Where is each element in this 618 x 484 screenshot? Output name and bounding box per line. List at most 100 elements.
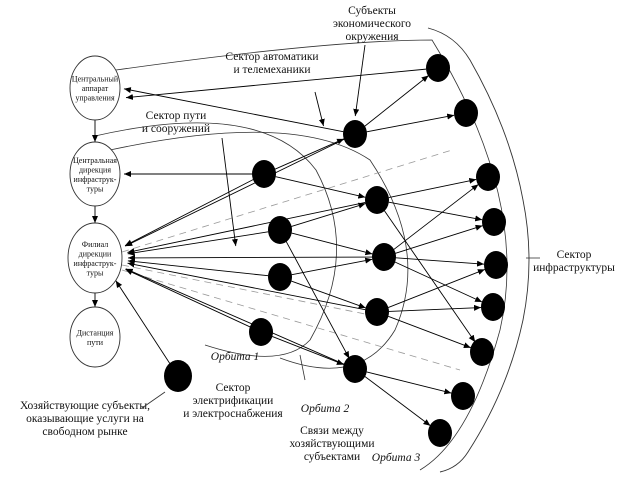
dashed-guide-line [121,269,461,371]
entity-node [481,293,505,321]
org-node-shape [69,55,121,121]
orbit-label: Орбита 3 [372,452,421,464]
orbit-link-arrow [284,228,373,256]
org-node-shape [69,306,121,368]
orbit-label: Орбита 1 [211,351,259,363]
callout-arrow [353,44,366,117]
orbit-link-arrow [283,202,366,232]
filial-link-arrow [125,268,258,333]
orbit-link-arrow [380,268,486,313]
entity-node [343,120,367,148]
orbit-link-arrow [279,232,350,359]
entity-node [451,382,475,410]
links-between-entities-label: хозяйствующими [290,438,375,450]
filial-link-arrow [127,254,380,261]
track-sector-label: и сооружений [142,123,210,135]
infrastructure-sector-label: Сектор [557,249,592,261]
org-node-label: дирекции [79,249,112,258]
entity-node [484,251,508,279]
electrification-sector-label: электрификации [193,395,274,407]
entity-node [482,208,506,236]
automation-sector-label: Сектор автоматики [225,51,318,63]
electrification-sector-label: и электроснабжения [183,408,283,420]
automation-sector-label: и телемеханики [234,64,311,76]
orbit-link-arrow [284,257,373,280]
entity-node [426,54,450,82]
org-node-label: туры [87,184,104,193]
entity-node [428,419,452,447]
orbit-link-arrow [268,172,366,199]
infrastructure-sector-brace [427,27,530,473]
orbit-label: Орбита 2 [301,403,350,415]
org-node-label: пути [87,338,104,347]
entity-node [252,160,276,188]
org-node-label: дирекция [79,165,111,174]
entity-node [164,360,192,392]
orbit-link-arrow [357,369,431,427]
entity-node [372,243,396,271]
entity-nodes [164,54,508,447]
org-structure: ЦентральныйаппаратуправленияЦентральнаяд… [67,55,123,368]
economic-subjects-label: окружения [345,31,399,43]
org-node-label: Филиал [82,240,109,249]
org-node-label: Дистанция [77,328,114,337]
entity-node [249,318,273,346]
entity-node [476,163,500,191]
electrification-sector-label: Сектор [216,382,251,394]
economic-subjects-label: экономического [333,18,411,30]
orbit-link-arrow [267,138,345,175]
track-sector-label: Сектор пути [146,110,207,122]
org-node-shape [69,141,121,207]
filial-link-arrow [115,280,178,374]
orbit-link-arrow [381,177,477,202]
org-node-label: Центральная [73,156,117,165]
orbit-3-arc [115,39,508,471]
entity-node [268,263,292,291]
org-node-label: Центральный [72,75,119,84]
economic-entities-label: свободном рынке [42,426,127,438]
orbit-link-arrow [387,256,483,303]
entity-node [470,338,494,366]
org-node-label: управления [75,94,115,103]
org-node-label: аппарат [82,84,109,93]
links-between-entities-label: Связи между [300,425,364,437]
callout-arrow [314,91,325,127]
label-leader-line [141,391,166,409]
filial-link-arrow [127,258,276,280]
orbit-link-arrow [264,331,344,366]
dashed-guide-line [121,264,381,318]
entity-node [343,355,367,383]
infrastructure-sector-label: инфраструктуры [533,262,615,274]
orbit-link-arrow [357,75,429,134]
orbit-link-arrow [381,304,482,315]
callout-arrow [221,137,238,247]
org-node-label: туры [87,268,104,277]
entity-node [454,99,478,127]
links-between-entities-label: субъектами [304,451,360,463]
economic-entities-label: Хозяйствующие субъекты, [20,400,150,412]
connection-arrows [92,44,486,427]
org-node-label: инфраструк- [74,259,117,268]
entity-node [365,186,389,214]
orbit-link-arrow [383,209,476,343]
orbit-link-arrow [388,254,485,267]
orbit-link-arrow [380,310,471,349]
org-node-shape [67,222,123,294]
filial-link-arrow [125,268,352,370]
economic-subjects-label: Субъекты [348,5,396,17]
entity-node [268,216,292,244]
orbit-link-arrow [387,224,483,259]
central-link-arrow [123,87,344,133]
orbit-link-arrow [359,113,455,137]
orbit-link-arrow [283,275,366,309]
org-node-label: инфраструк- [74,175,117,184]
economic-entities-label: оказывающие услуги на [26,413,144,425]
central-link-arrow [125,68,427,100]
